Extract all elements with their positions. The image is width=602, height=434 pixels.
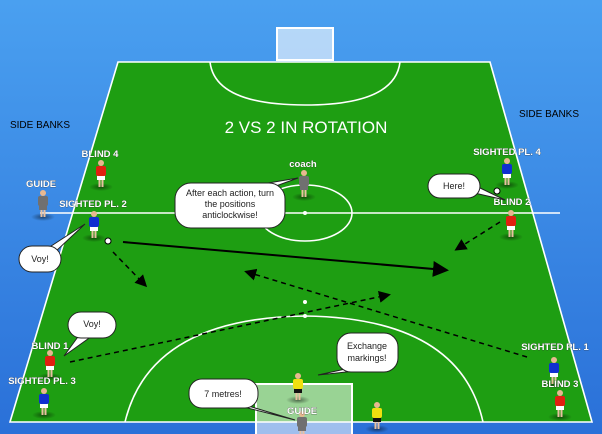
bubble-voy-left: Voy! <box>18 223 86 273</box>
label-guide-left: GUIDE <box>26 179 56 190</box>
label-sighted-2: SIGHTED PL. 2 <box>59 199 127 210</box>
bubble-exchange: Exchange markings! <box>317 332 399 376</box>
player-sighted-1 <box>542 357 566 388</box>
player-goalkeeper <box>286 373 310 404</box>
top-goal <box>276 27 334 61</box>
bubble-exchange-line2: markings! <box>347 353 386 363</box>
pitch-lines <box>8 61 594 423</box>
player-blind-3 <box>548 390 572 421</box>
movement-arrows <box>69 221 528 363</box>
bubble-seven-metres: 7 metres! <box>188 378 296 421</box>
player-blind-2 <box>499 210 523 241</box>
label-blind-2: BLIND 2 <box>494 197 531 208</box>
bubble-voy-left-text: Voy! <box>31 254 49 264</box>
run-arrow-1 <box>112 251 148 288</box>
player-guide-bottom <box>297 411 307 434</box>
player-sighted-2 <box>82 211 106 242</box>
ball-icon <box>493 187 501 195</box>
bubble-here-text: Here! <box>443 181 465 191</box>
player-blind-1 <box>38 350 62 381</box>
bubble-coach: After each action, turn the positions an… <box>174 177 299 229</box>
side-banks-right-label: SIDE BANKS <box>519 109 579 120</box>
bubble-coach-line2: the positions <box>205 199 256 209</box>
player-sighted-4 <box>495 158 519 189</box>
label-blind-3: BLIND 3 <box>542 379 579 390</box>
pass-arrow <box>122 241 449 277</box>
run-arrow-4 <box>69 290 391 363</box>
bubble-voy-bottom-text: Voy! <box>83 319 101 329</box>
player-guide-left <box>31 190 55 221</box>
drill-title: 2 VS 2 IN ROTATION <box>225 118 388 137</box>
player-assistant <box>365 402 389 433</box>
bubble-voy-bottom: Voy! <box>63 311 117 357</box>
label-blind-4: BLIND 4 <box>82 149 120 160</box>
bubble-seven-metres-text: 7 metres! <box>204 389 242 399</box>
label-guide-bottom: GUIDE <box>287 406 317 417</box>
bubble-here: Here! <box>427 173 506 201</box>
label-sighted-4: SIGHTED PL. 4 <box>473 147 541 158</box>
bubble-exchange-line1: Exchange <box>347 341 387 351</box>
run-arrow-3 <box>244 268 528 358</box>
bubble-coach-line1: After each action, turn <box>186 188 274 198</box>
label-sighted-1: SIGHTED PL. 1 <box>521 342 589 353</box>
player-sighted-3 <box>32 388 56 419</box>
label-blind-1: BLIND 1 <box>32 341 70 352</box>
bubble-coach-line3: anticlockwise! <box>202 210 258 220</box>
label-sighted-3: SIGHTED PL. 3 <box>8 376 76 387</box>
side-banks-left-label: SIDE BANKS <box>10 120 70 131</box>
ball-icon <box>104 237 112 245</box>
label-coach: coach <box>289 159 317 170</box>
player-coach <box>292 170 316 201</box>
player-blind-4 <box>89 160 113 191</box>
